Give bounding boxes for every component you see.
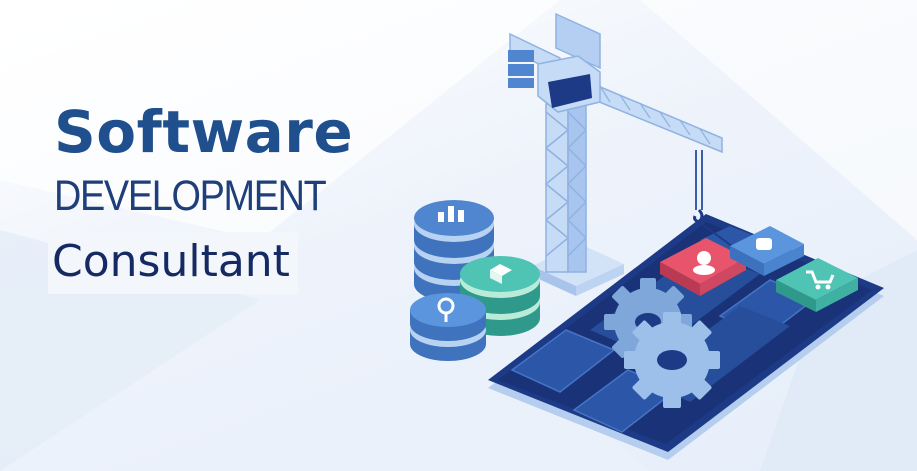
cube-icon xyxy=(490,264,512,284)
chat-app-icon xyxy=(730,226,804,276)
server-stack-icon xyxy=(410,200,540,361)
headline-development: DEVELOPMENT xyxy=(54,172,327,220)
gear-icon xyxy=(604,278,720,408)
headline-software: Software xyxy=(54,98,354,166)
headline-consultant: Consultant xyxy=(48,232,298,294)
cart-app-icon xyxy=(776,258,858,312)
bar-chart-icon xyxy=(438,206,464,222)
search-icon xyxy=(437,297,455,322)
user-app-icon xyxy=(660,238,746,296)
crane-icon xyxy=(508,12,741,296)
